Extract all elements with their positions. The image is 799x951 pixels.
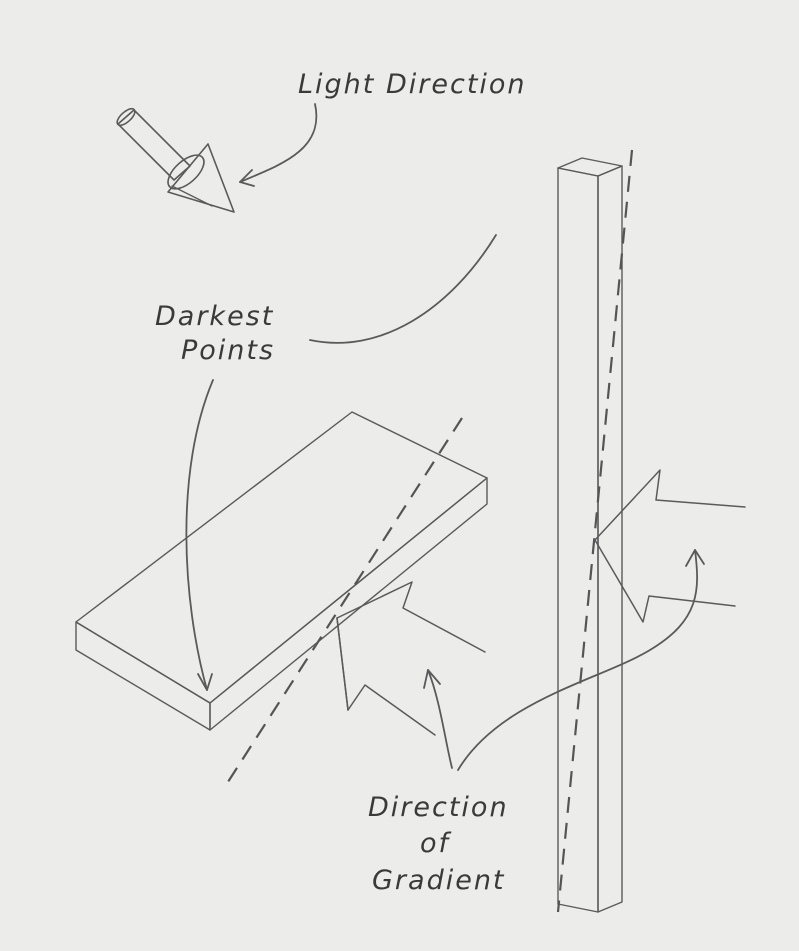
darkest-label-line1: Darkest	[155, 301, 275, 332]
post-gradient-arrow-icon	[594, 469, 746, 623]
light-direction-label: Light Direction	[298, 69, 527, 100]
vertical-post-shape	[557, 157, 623, 913]
slab-dashed-line	[225, 417, 463, 786]
gradient-label-line2: of	[420, 828, 451, 860]
gradient-label-line1: Direction	[368, 792, 509, 823]
darkest-to-post-curve	[309, 234, 497, 344]
gradient-to-slab-pointer	[427, 669, 453, 769]
light-direction-arrow-icon	[116, 107, 235, 213]
darkest-label-line2: Points	[181, 334, 276, 366]
post-dashed-line	[556, 149, 634, 913]
flat-slab-shape	[75, 411, 488, 731]
darkest-to-slab-pointer	[185, 379, 214, 691]
direction-of-gradient-label: Direction of Gradient	[368, 790, 509, 899]
gradient-label-line3: Gradient	[372, 864, 506, 896]
light-label-pointer	[239, 103, 318, 183]
slab-gradient-arrow-icon	[336, 581, 486, 736]
darkest-points-label: Darkest Points	[155, 300, 275, 368]
gradient-to-post-pointer	[457, 549, 699, 771]
